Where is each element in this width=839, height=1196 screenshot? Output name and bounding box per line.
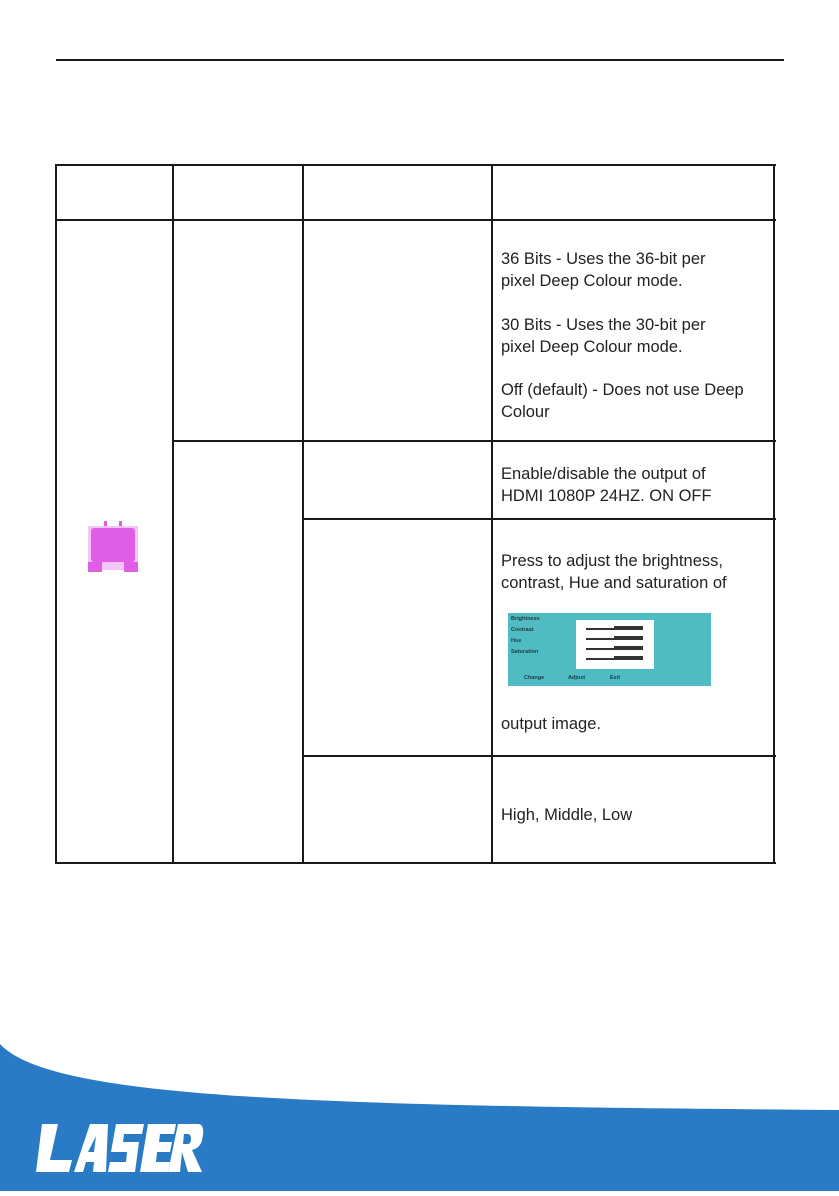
laser-logo — [36, 1118, 204, 1178]
header-rule — [56, 59, 784, 61]
osd-footer-adjust: Adjust — [568, 675, 586, 681]
deep-colour-option-36-line2: pixel Deep Colour mode. — [501, 272, 683, 290]
column-divider — [491, 164, 493, 864]
table-border-top — [55, 164, 776, 166]
row-divider — [303, 755, 776, 757]
footer-band — [0, 1000, 839, 1191]
image-settings-description-line1: Press to adjust the brightness, — [501, 552, 723, 570]
deep-colour-option-off-line1: Off (default) - Does not use Deep — [501, 381, 744, 399]
hdmi-24hz-description-line2: HDMI 1080P 24HZ. ON OFF — [501, 487, 712, 505]
osd-footer-exit: Exit — [610, 675, 621, 681]
osd-label-brightness: Brightness — [511, 616, 540, 622]
deep-colour-option-off-line2: Colour — [501, 403, 550, 421]
display-setup-icon — [86, 520, 140, 576]
column-divider — [172, 164, 174, 864]
image-settings-description-tail: output image. — [501, 715, 601, 733]
table-border-bottom — [55, 862, 776, 864]
level-options: High, Middle, Low — [501, 806, 633, 824]
osd-label-hue: Hue — [511, 638, 522, 644]
image-settings-osd-screenshot: Brightness Contrast Hue Saturation Chang… — [508, 613, 711, 686]
table-border-right — [773, 164, 775, 864]
table-header-divider — [55, 219, 776, 221]
deep-colour-option-30-line1: 30 Bits - Uses the 30-bit per — [501, 316, 706, 334]
image-settings-description-line2: contrast, Hue and saturation of — [501, 574, 727, 592]
hdmi-24hz-description-line1: Enable/disable the output of — [501, 465, 706, 483]
row-divider — [172, 440, 776, 442]
osd-label-saturation: Saturation — [511, 649, 539, 655]
osd-footer-change: Change — [524, 675, 545, 681]
row-divider — [303, 518, 776, 520]
table-border-left — [55, 164, 57, 864]
deep-colour-option-30-line2: pixel Deep Colour mode. — [501, 338, 683, 356]
column-divider — [302, 164, 304, 864]
deep-colour-option-36-line1: 36 Bits - Uses the 36-bit per — [501, 250, 706, 268]
osd-label-contrast: Contrast — [511, 627, 534, 633]
